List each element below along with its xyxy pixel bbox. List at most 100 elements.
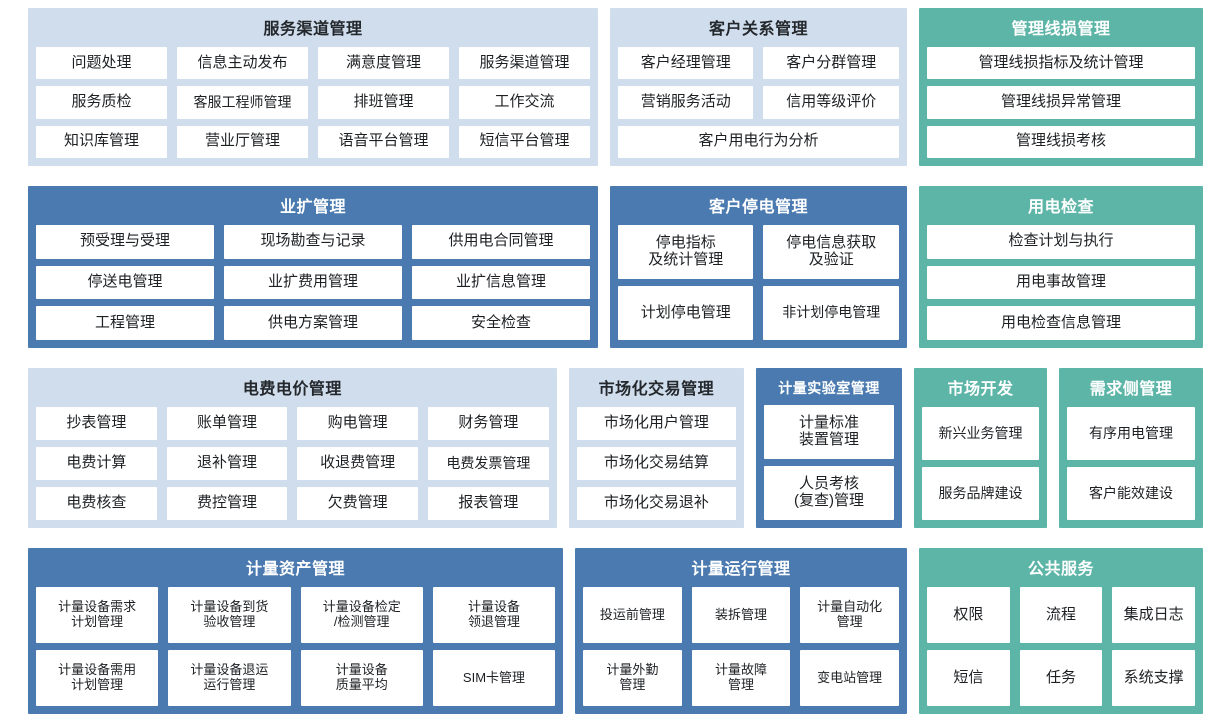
module-cell[interactable]: 语音平台管理 (317, 125, 449, 158)
module-cell[interactable]: 集成日志 (1112, 587, 1196, 643)
module-cell[interactable]: 非计划停电管理 (763, 286, 899, 340)
module-cell[interactable]: 电费计算 (36, 447, 157, 480)
module-cell[interactable]: 客户分群管理 (763, 47, 899, 80)
panel-grid-business-expansion: 预受理与受理 现场勘查与记录 供用电合同管理 停送电管理 业扩费用管理 业扩信息… (36, 225, 590, 340)
module-cell[interactable]: 短信 (926, 650, 1010, 706)
module-cell[interactable]: 排班管理 (317, 86, 449, 119)
panel-title-metering-lab: 计量实验室管理 (778, 380, 880, 396)
module-cell[interactable]: 计量设备检定 /检测管理 (300, 587, 423, 643)
module-cell[interactable]: 供电方案管理 (223, 306, 402, 340)
module-cell[interactable]: 营销服务活动 (617, 86, 754, 119)
module-cell[interactable]: 停电指标 及统计管理 (617, 225, 754, 279)
module-cell[interactable]: 知识库管理 (36, 125, 167, 158)
module-cell[interactable]: 市场化用户管理 (576, 407, 737, 440)
module-cell[interactable]: 市场化交易退补 (576, 487, 737, 520)
module-cell[interactable]: 报表管理 (428, 487, 549, 520)
module-cell[interactable]: 欠费管理 (297, 487, 418, 520)
module-cell[interactable]: 电费发票管理 (428, 447, 549, 480)
module-cell[interactable]: 服务品牌建设 (921, 467, 1040, 520)
module-cell[interactable]: SIM卡管理 (432, 650, 556, 706)
module-cell[interactable]: 业扩费用管理 (223, 265, 402, 300)
panel-title-demand-side: 需求侧管理 (1089, 381, 1173, 398)
module-cell[interactable]: 变电站管理 (800, 650, 899, 706)
module-cell[interactable]: 新兴业务管理 (921, 407, 1040, 460)
module-cell[interactable]: 电费核查 (36, 487, 157, 520)
module-cell[interactable]: 用电事故管理 (926, 265, 1195, 300)
module-cell[interactable]: 计量设备 质量平均 (300, 650, 423, 706)
panel-customer-outage: 客户停电管理 停电指标 及统计管理 停电信息获取 及验证 计划停电管理 非计划停… (609, 186, 907, 348)
module-cell[interactable]: 安全检查 (411, 306, 590, 340)
panel-title-customer-relation: 客户关系管理 (708, 21, 808, 38)
module-cell[interactable]: 流程 (1019, 587, 1103, 643)
module-cell[interactable]: 任务 (1019, 650, 1103, 706)
module-cell[interactable]: 计量自动化 管理 (800, 587, 899, 643)
panel-service-channel: 服务渠道管理 问题处理 信息主动发布 满意度管理 服务渠道管理 服务质检 客服工… (28, 8, 598, 166)
module-cell[interactable]: 营业厅管理 (176, 125, 308, 158)
module-cell[interactable]: 权限 (926, 587, 1010, 643)
module-row-3: 电费电价管理 抄表管理 账单管理 购电管理 财务管理 电费计算 退补管理 收退费… (28, 368, 1203, 528)
module-cell[interactable]: 装拆管理 (691, 587, 791, 643)
module-cell[interactable]: 计量标准 装置管理 (764, 404, 894, 459)
module-cell[interactable]: 工程管理 (36, 306, 214, 340)
module-cell[interactable]: 客户用电行为分析 (617, 125, 899, 158)
module-cell[interactable]: 用电检查信息管理 (926, 306, 1195, 340)
module-cell[interactable]: 抄表管理 (36, 407, 157, 440)
module-cell[interactable]: 信息主动发布 (176, 47, 308, 80)
module-cell[interactable]: 计划停电管理 (617, 286, 754, 340)
module-cell[interactable]: 管理线损指标及统计管理 (926, 47, 1195, 80)
module-cell[interactable]: 计量设备需求 计划管理 (36, 587, 159, 643)
panel-grid-market-development: 新兴业务管理 服务品牌建设 (921, 407, 1040, 520)
module-cell[interactable]: 停送电管理 (36, 265, 214, 300)
panel-grid-customer-relation: 客户经理管理 客户分群管理 营销服务活动 信用等级评价 客户用电行为分析 (617, 47, 899, 158)
module-cell[interactable]: 服务渠道管理 (458, 47, 590, 80)
panel-power-inspection: 用电检查 检查计划与执行 用电事故管理 用电检查信息管理 (918, 186, 1203, 348)
module-cell[interactable]: 计量设备退运 运行管理 (168, 650, 291, 706)
module-cell[interactable]: 服务质检 (36, 86, 167, 119)
panel-title-line-loss: 管理线损管理 (1011, 21, 1111, 38)
panel-market-development: 市场开发 新兴业务管理 服务品牌建设 (913, 368, 1048, 528)
module-cell[interactable]: 停电信息获取 及验证 (763, 225, 899, 279)
module-cell[interactable]: 管理线损考核 (926, 125, 1195, 158)
panel-title-tariff-price: 电费电价管理 (242, 381, 342, 398)
module-cell[interactable]: 计量故障 管理 (691, 650, 791, 706)
module-cell[interactable]: 管理线损异常管理 (926, 86, 1195, 119)
module-cell[interactable]: 购电管理 (297, 407, 418, 440)
module-cell[interactable]: 财务管理 (428, 407, 549, 440)
module-cell[interactable]: 计量设备 领退管理 (432, 587, 556, 643)
module-cell[interactable]: 退补管理 (166, 447, 288, 480)
module-cell[interactable]: 系统支撑 (1112, 650, 1196, 706)
module-cell[interactable]: 市场化交易结算 (576, 447, 737, 480)
panel-grid-metering-lab: 计量标准 装置管理 人员考核 (复查)管理 (764, 404, 894, 520)
module-row-1: 服务渠道管理 问题处理 信息主动发布 满意度管理 服务渠道管理 服务质检 客服工… (28, 8, 1203, 166)
module-cell[interactable]: 计量外勤 管理 (583, 650, 682, 706)
panel-metering-lab: 计量实验室管理 计量标准 装置管理 人员考核 (复查)管理 (756, 368, 902, 528)
module-cell[interactable]: 预受理与受理 (36, 225, 214, 259)
panel-title-service-channel: 服务渠道管理 (263, 21, 363, 38)
module-cell[interactable]: 费控管理 (166, 487, 288, 520)
module-cell[interactable]: 有序用电管理 (1067, 407, 1195, 460)
module-cell[interactable]: 工作交流 (458, 86, 590, 119)
module-cell[interactable]: 账单管理 (166, 407, 288, 440)
module-cell[interactable]: 现场勘查与记录 (223, 225, 402, 259)
module-cell[interactable]: 客服工程师管理 (176, 86, 308, 119)
module-cell[interactable]: 投运前管理 (583, 587, 682, 643)
panel-business-expansion: 业扩管理 预受理与受理 现场勘查与记录 供用电合同管理 停送电管理 业扩费用管理… (28, 186, 598, 348)
module-cell[interactable]: 计量设备到货 验收管理 (168, 587, 291, 643)
module-cell[interactable]: 满意度管理 (317, 47, 449, 80)
module-cell[interactable]: 问题处理 (36, 47, 167, 80)
module-cell[interactable]: 信用等级评价 (763, 86, 899, 119)
module-cell[interactable]: 客户经理管理 (617, 47, 754, 80)
module-cell[interactable]: 计量设备需用 计划管理 (36, 650, 159, 706)
module-cell[interactable]: 业扩信息管理 (411, 265, 590, 300)
module-cell[interactable]: 人员考核 (复查)管理 (764, 465, 894, 520)
panel-metering-operation: 计量运行管理 投运前管理 装拆管理 计量自动化 管理 计量外勤 管理 计量故障 … (575, 548, 907, 714)
panel-title-customer-outage: 客户停电管理 (708, 199, 808, 216)
module-cell[interactable]: 检查计划与执行 (926, 225, 1195, 259)
panel-metering-asset: 计量资产管理 计量设备需求 计划管理 计量设备到货 验收管理 计量设备检定 /检… (28, 548, 564, 714)
module-cell[interactable]: 客户能效建设 (1067, 467, 1195, 520)
panel-demand-side: 需求侧管理 有序用电管理 客户能效建设 (1059, 368, 1203, 528)
module-cell[interactable]: 收退费管理 (297, 447, 418, 480)
module-cell[interactable]: 供用电合同管理 (411, 225, 590, 259)
panel-title-power-inspection: 用电检查 (1027, 199, 1094, 216)
module-cell[interactable]: 短信平台管理 (458, 125, 590, 158)
